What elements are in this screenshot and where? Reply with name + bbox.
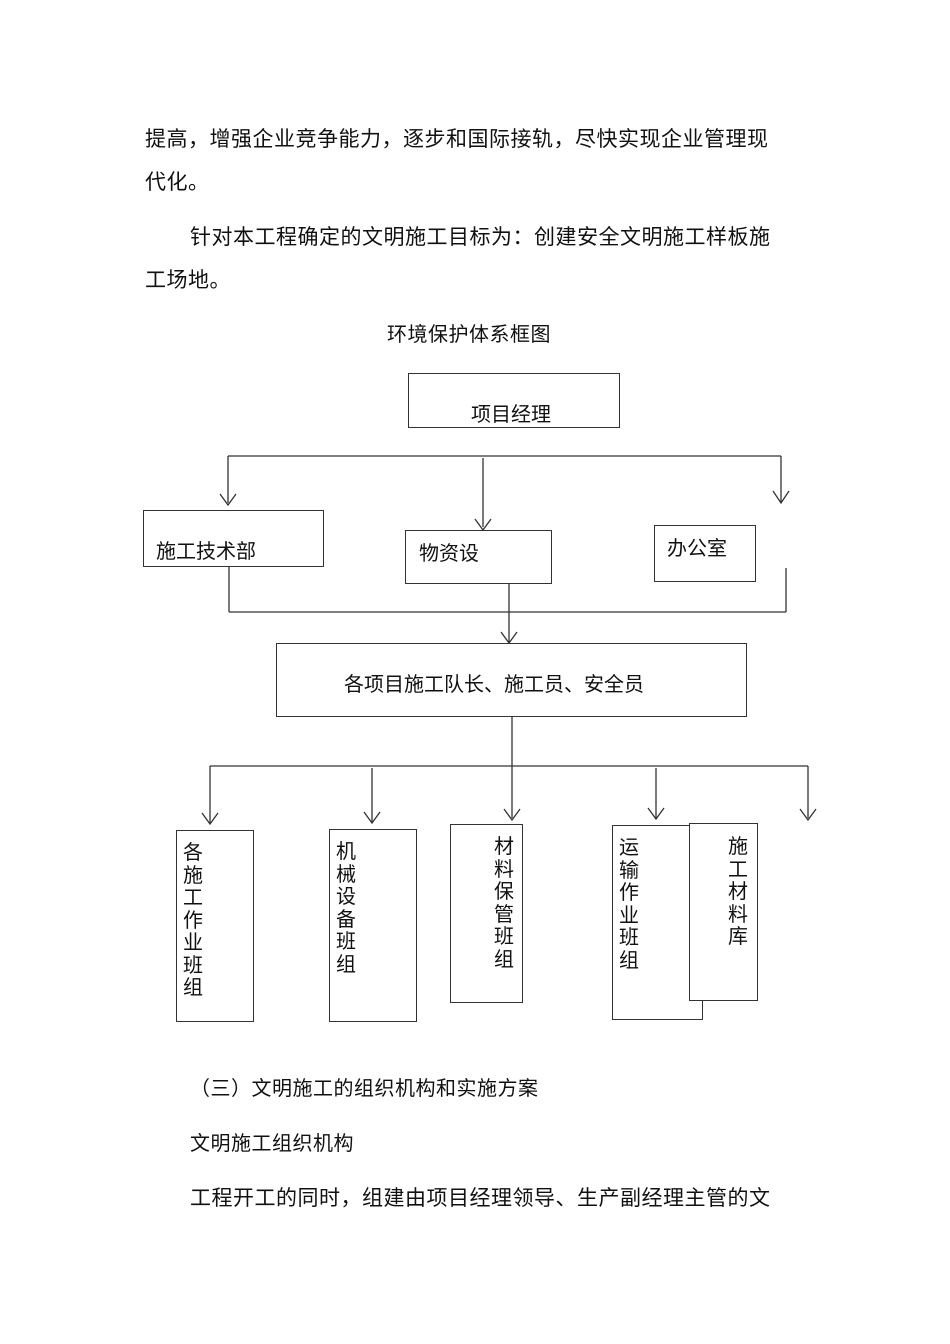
box-transport-teams: 运输作业班组 xyxy=(612,825,703,1020)
paragraph-1-line-2: 代化。 xyxy=(145,170,210,194)
box-material-keep-teams: 材料保管班组 xyxy=(450,824,523,1003)
box-office-label: 办公室 xyxy=(667,536,727,560)
paragraph-1-line-1: 提高，增强企业竞争能力，逐步和国际接轨，尽快实现企业管理现 xyxy=(145,127,769,151)
section-subheading: 文明施工组织机构 xyxy=(190,1131,354,1155)
box-project-manager-label: 项目经理 xyxy=(471,402,551,426)
paragraph-2-line-1: 针对本工程确定的文明施工目标为：创建安全文明施工样板施 xyxy=(190,225,771,249)
box-warehouse: 施工材料库 xyxy=(689,823,758,1001)
box-office: 办公室 xyxy=(654,525,756,582)
section-heading: （三）文明施工的组织机构和实施方案 xyxy=(190,1076,539,1100)
paragraph-2-line-2: 工场地。 xyxy=(145,268,231,292)
box-material-keep-teams-label: 材料保管班组 xyxy=(494,834,514,971)
arrowhead-material-keep xyxy=(503,808,521,822)
arrowhead-machinery xyxy=(363,811,381,825)
box-project-manager: 项目经理 xyxy=(408,373,620,428)
box-warehouse-label: 施工材料库 xyxy=(728,834,748,948)
box-tech-department: 施工技术部 xyxy=(143,510,324,567)
box-team-leaders-label: 各项目施工队长、施工员、安全员 xyxy=(344,672,644,696)
box-materials: 物资设 xyxy=(405,530,552,584)
box-transport-teams-label: 运输作业班组 xyxy=(619,835,639,972)
arrowhead-right xyxy=(772,490,790,505)
arrowhead-teams xyxy=(201,812,219,826)
box-tech-department-label: 施工技术部 xyxy=(156,539,256,563)
arrowhead-tech xyxy=(219,493,237,507)
box-materials-label: 物资设 xyxy=(419,541,479,565)
box-work-teams: 各施工作业班组 xyxy=(176,830,254,1022)
box-machinery-teams-label: 机械设备班组 xyxy=(336,839,356,976)
section-body-line-1: 工程开工的同时，组建由项目经理领导、生产副经理主管的文 xyxy=(190,1186,771,1210)
arrowhead-far-right xyxy=(799,808,817,822)
diagram-title: 环境保护体系框图 xyxy=(387,322,551,346)
box-machinery-teams: 机械设备班组 xyxy=(329,829,417,1022)
arrowhead-transport xyxy=(647,807,665,821)
box-work-teams-label: 各施工作业班组 xyxy=(183,840,203,999)
box-team-leaders: 各项目施工队长、施工员、安全员 xyxy=(276,643,747,717)
